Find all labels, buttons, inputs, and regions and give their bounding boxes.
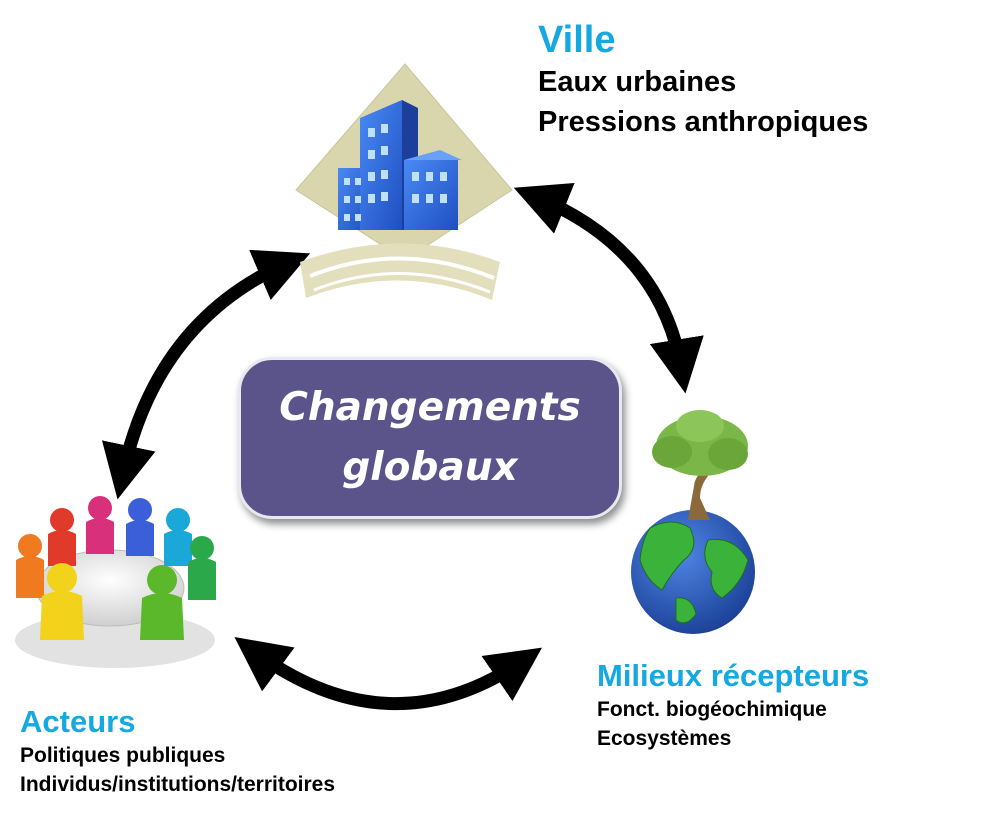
arrow-ville-acteurs	[101, 249, 311, 500]
arrow-acteurs-milieux	[234, 637, 543, 710]
acteurs-line-2: Individus/institutions/territoires	[20, 773, 336, 796]
ville-line-2: Pressions anthropiques	[538, 106, 869, 138]
acteurs-label: Acteurs Politiques publiques Individus/i…	[20, 703, 335, 799]
people-meeting-icon	[15, 496, 216, 668]
milieux-title: Milieux récepteurs	[597, 658, 870, 693]
milieux-label: Milieux récepteurs Fonct. biogéochimique…	[597, 657, 869, 753]
arrow-ville-milieux	[513, 183, 704, 394]
ville-title: Ville	[538, 19, 616, 61]
ville-label: Ville Eaux urbaines Pressions anthropiqu…	[538, 18, 868, 142]
ville-line-1: Eaux urbaines	[538, 66, 737, 98]
earth-tree-icon	[631, 410, 755, 634]
milieux-line-2: Ecosystèmes	[597, 727, 732, 750]
center-line2: globaux	[342, 445, 518, 490]
acteurs-line-1: Politiques publiques	[20, 744, 226, 767]
acteurs-title: Acteurs	[20, 704, 136, 739]
center-line1: Changements	[279, 385, 581, 430]
city-buildings-icon	[295, 63, 513, 300]
center-box: Changements globaux	[238, 357, 622, 519]
milieux-line-1: Fonct. biogéochimique	[597, 698, 827, 721]
